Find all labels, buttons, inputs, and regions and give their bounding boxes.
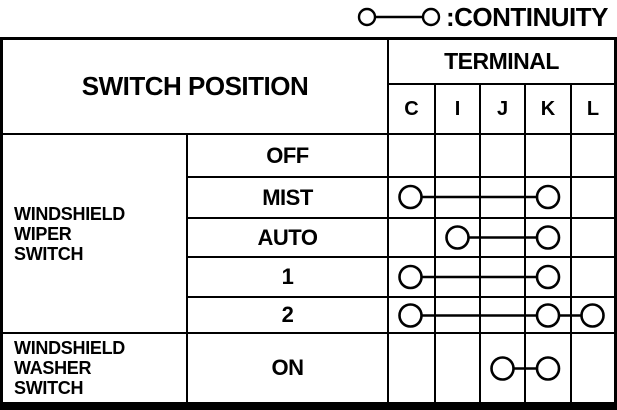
row-on-label: ON — [271, 355, 305, 380]
row-off-label: OFF — [266, 143, 309, 168]
terminal-col-l: L — [586, 97, 600, 120]
hline-off-mist — [186, 176, 617, 178]
terminal-col-c: C — [404, 97, 419, 120]
hline-wiper-washer — [0, 332, 617, 334]
row-1-label: 1 — [281, 264, 294, 289]
hline-mist-auto — [186, 217, 617, 219]
washer-label-line-2: WASHER — [14, 358, 92, 378]
wiper-label-line-2: WIPER — [14, 224, 72, 244]
hline-header-bottom — [0, 133, 617, 135]
continuity-legend: :CONTINUITY — [357, 1, 609, 33]
continuity-legend-label: :CONTINUITY — [445, 1, 609, 32]
vline-label-position — [186, 134, 188, 402]
continuity-symbol-icon — [357, 7, 441, 27]
switch-position-header: SWITCH POSITION — [81, 71, 309, 101]
row-2-label: 2 — [281, 302, 294, 327]
terminal-col-k: K — [540, 97, 556, 120]
washer-switch-group-label: WINDSHIELD WASHER SWITCH — [3, 334, 186, 402]
vline-position-terminal — [387, 37, 389, 402]
vline-terminal-i-j — [479, 83, 481, 402]
terminal-header: TERMINAL — [444, 48, 559, 74]
wiper-label-line-3: SWITCH — [14, 244, 84, 264]
washer-label-line-3: SWITCH — [14, 378, 84, 398]
terminal-col-j: J — [496, 97, 509, 120]
washer-label-line-1: WINDSHIELD — [14, 338, 125, 358]
terminal-col-i: I — [454, 97, 461, 120]
row-mist-label: MIST — [262, 184, 313, 210]
wiper-switch-group-label: WINDSHIELD WIPER SWITCH — [3, 136, 186, 332]
hline-1-2 — [186, 296, 617, 298]
vline-terminal-c-i — [434, 83, 436, 402]
hline-terminal-header — [387, 83, 617, 85]
row-auto-label: AUTO — [257, 224, 318, 250]
hline-auto-1 — [186, 256, 617, 258]
table-border-left — [0, 37, 3, 410]
wiper-label-line-1: WINDSHIELD — [14, 204, 125, 224]
vline-terminal-j-k — [524, 83, 526, 402]
vline-terminal-k-l — [570, 83, 572, 402]
table-border-right — [614, 37, 617, 410]
table-border-bottom — [0, 402, 617, 410]
table-border-top — [0, 37, 617, 40]
